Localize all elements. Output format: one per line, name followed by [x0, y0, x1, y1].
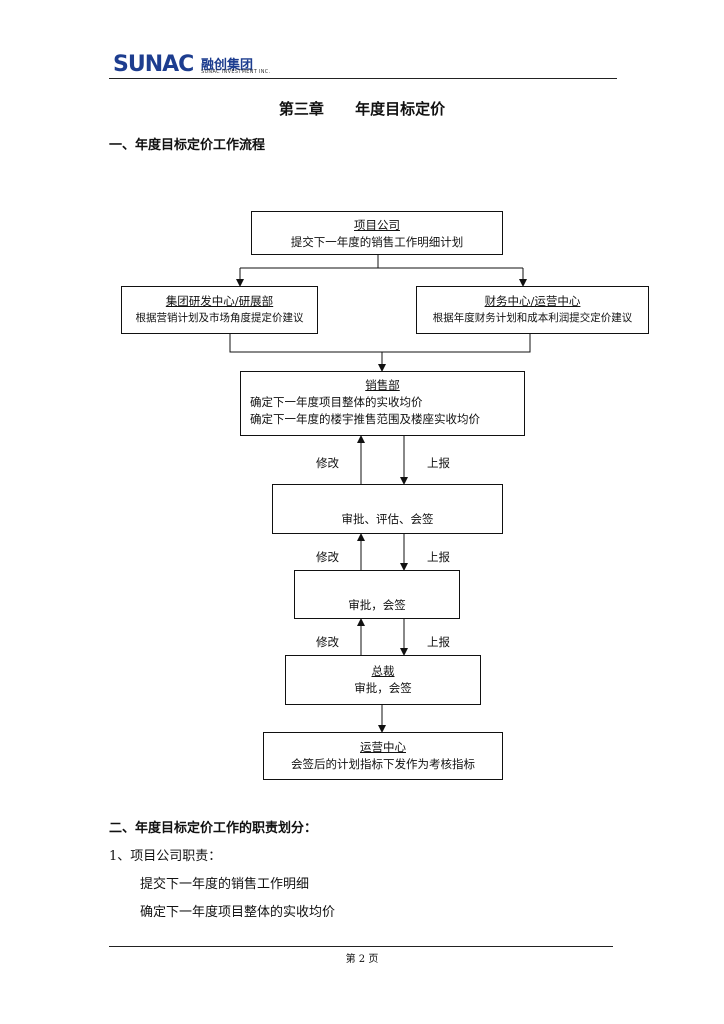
- node-text: 会签后的计划指标下发作为考核指标: [291, 757, 475, 771]
- edge-label-report: 上报: [427, 550, 450, 564]
- logo-wordmark: SUNAC: [113, 52, 194, 77]
- node-title: 项目公司: [354, 218, 400, 232]
- merge-line: [229, 334, 531, 353]
- node-title: 财务中心/运营中心: [484, 294, 581, 308]
- node-text: 根据年度财务计划和成本利润提交定价建议: [432, 312, 633, 324]
- header-divider: [109, 78, 617, 79]
- node-text: 审批，会签: [354, 681, 412, 695]
- logo-subtitle: SUNAC INVESTMENT INC.: [201, 69, 271, 75]
- node-sales-dept: 销售部 确定下一年度项目整体的实收均价 确定下一年度的楼宇推售范围及楼座实收均价: [240, 371, 525, 436]
- edge-label-report: 上报: [427, 456, 450, 470]
- node-text: 根据营销计划及市场角度提定价建议: [135, 312, 304, 324]
- chapter-title: 第三章 年度目标定价: [278, 100, 446, 118]
- node-project-company: 项目公司 提交下一年度的销售工作明细计划: [251, 211, 503, 255]
- node-research-dept: 集团研发中心/研展部 根据营销计划及市场角度提定价建议: [121, 286, 318, 334]
- node-review-1: 审批、评估、会签: [272, 484, 503, 534]
- section2-heading: 二、年度目标定价工作的职责划分：: [109, 821, 318, 836]
- edge-label-modify: 修改: [316, 456, 339, 470]
- node-review-2: 审批，会签: [294, 570, 460, 619]
- duty-sub-1: 提交下一年度的销售工作明细: [140, 877, 310, 892]
- node-ops-center: 运营中心 会签后的计划指标下发作为考核指标: [263, 732, 503, 780]
- split-line: [240, 255, 523, 269]
- node-text: 审批、评估、会签: [341, 512, 434, 526]
- duty-item-1: 1、项目公司职责：: [109, 849, 222, 864]
- duty-sub-2: 确定下一年度项目整体的实收均价: [140, 905, 336, 920]
- node-title: 集团研发中心/研展部: [165, 294, 274, 308]
- logo-chinese-name: 融创集团: [201, 58, 254, 73]
- edge-label-report: 上报: [427, 635, 450, 649]
- node-text: 提交下一年度的销售工作明细计划: [290, 235, 464, 249]
- node-title: 总裁: [371, 664, 395, 678]
- node-finance-ops: 财务中心/运营中心 根据年度财务计划和成本利润提交定价建议: [416, 286, 649, 334]
- page-number: 第 2 页: [345, 954, 379, 965]
- edge-label-modify: 修改: [316, 635, 339, 649]
- edge-label-modify: 修改: [316, 550, 339, 564]
- node-text: 审批，会签: [348, 598, 406, 612]
- node-title: 销售部: [365, 378, 400, 392]
- section1-heading: 一、年度目标定价工作流程: [109, 138, 266, 153]
- node-president: 总裁 审批，会签: [285, 655, 481, 705]
- node-text: 确定下一年度项目整体的实收均价: [250, 395, 423, 409]
- node-text: 确定下一年度的楼宇推售范围及楼座实收均价: [250, 412, 480, 426]
- footer-divider: [109, 946, 613, 947]
- node-title: 运营中心: [360, 740, 406, 754]
